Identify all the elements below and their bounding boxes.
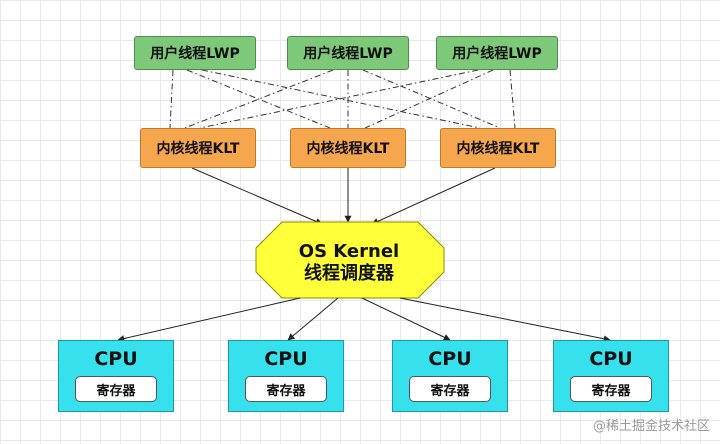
arrow-kernel-cpu2 bbox=[287, 297, 339, 341]
kernel-thread-klt-1: 内核线程KLT bbox=[140, 128, 256, 168]
cpu-1: CPU 寄存器 bbox=[58, 340, 174, 412]
cpu-2: CPU 寄存器 bbox=[228, 340, 344, 412]
user-thread-lwp-2: 用户线程LWP bbox=[287, 36, 409, 70]
os-kernel-title: OS Kernel bbox=[298, 241, 400, 262]
cpu-title: CPU bbox=[589, 348, 633, 370]
connector-line bbox=[362, 69, 501, 129]
lwp-klt-connections bbox=[169, 69, 516, 129]
watermark: @稀土掘金技术社区 bbox=[592, 419, 710, 434]
cpu-4: CPU 寄存器 bbox=[553, 340, 669, 412]
cpu-title: CPU bbox=[264, 348, 308, 370]
connector-line bbox=[186, 69, 331, 129]
kernel-cpu-arrows bbox=[117, 297, 611, 343]
user-thread-lwp-1: 用户线程LWP bbox=[134, 36, 256, 70]
cpu-3: CPU 寄存器 bbox=[392, 340, 508, 412]
kernel-thread-klt-2: 内核线程KLT bbox=[290, 128, 406, 168]
cpu-register: 寄存器 bbox=[245, 376, 327, 402]
user-thread-lwp-3: 用户线程LWP bbox=[436, 36, 558, 70]
thread-scheduler-title: 线程调度器 bbox=[304, 263, 394, 284]
arrow-kernel-cpu1 bbox=[117, 297, 301, 342]
os-kernel-shape bbox=[255, 221, 445, 299]
arrow-klt1-kernel bbox=[191, 167, 323, 225]
arrow-kernel-cpu3 bbox=[361, 297, 451, 341]
connector-line bbox=[169, 69, 174, 129]
cpu-register: 寄存器 bbox=[409, 376, 491, 402]
connector-line bbox=[509, 69, 516, 129]
cpu-register: 寄存器 bbox=[75, 376, 157, 402]
kernel-thread-klt-3: 内核线程KLT bbox=[440, 128, 556, 168]
klt-kernel-arrows bbox=[191, 167, 496, 225]
cpu-register: 寄存器 bbox=[570, 376, 652, 402]
cpu-title: CPU bbox=[94, 348, 138, 370]
os-kernel-label: OS Kernel 线程调度器 bbox=[258, 234, 440, 292]
arrow-klt3-kernel bbox=[371, 167, 496, 225]
cpu-title: CPU bbox=[428, 348, 472, 370]
connector-line bbox=[364, 69, 494, 129]
arrow-kernel-cpu4 bbox=[399, 297, 611, 343]
